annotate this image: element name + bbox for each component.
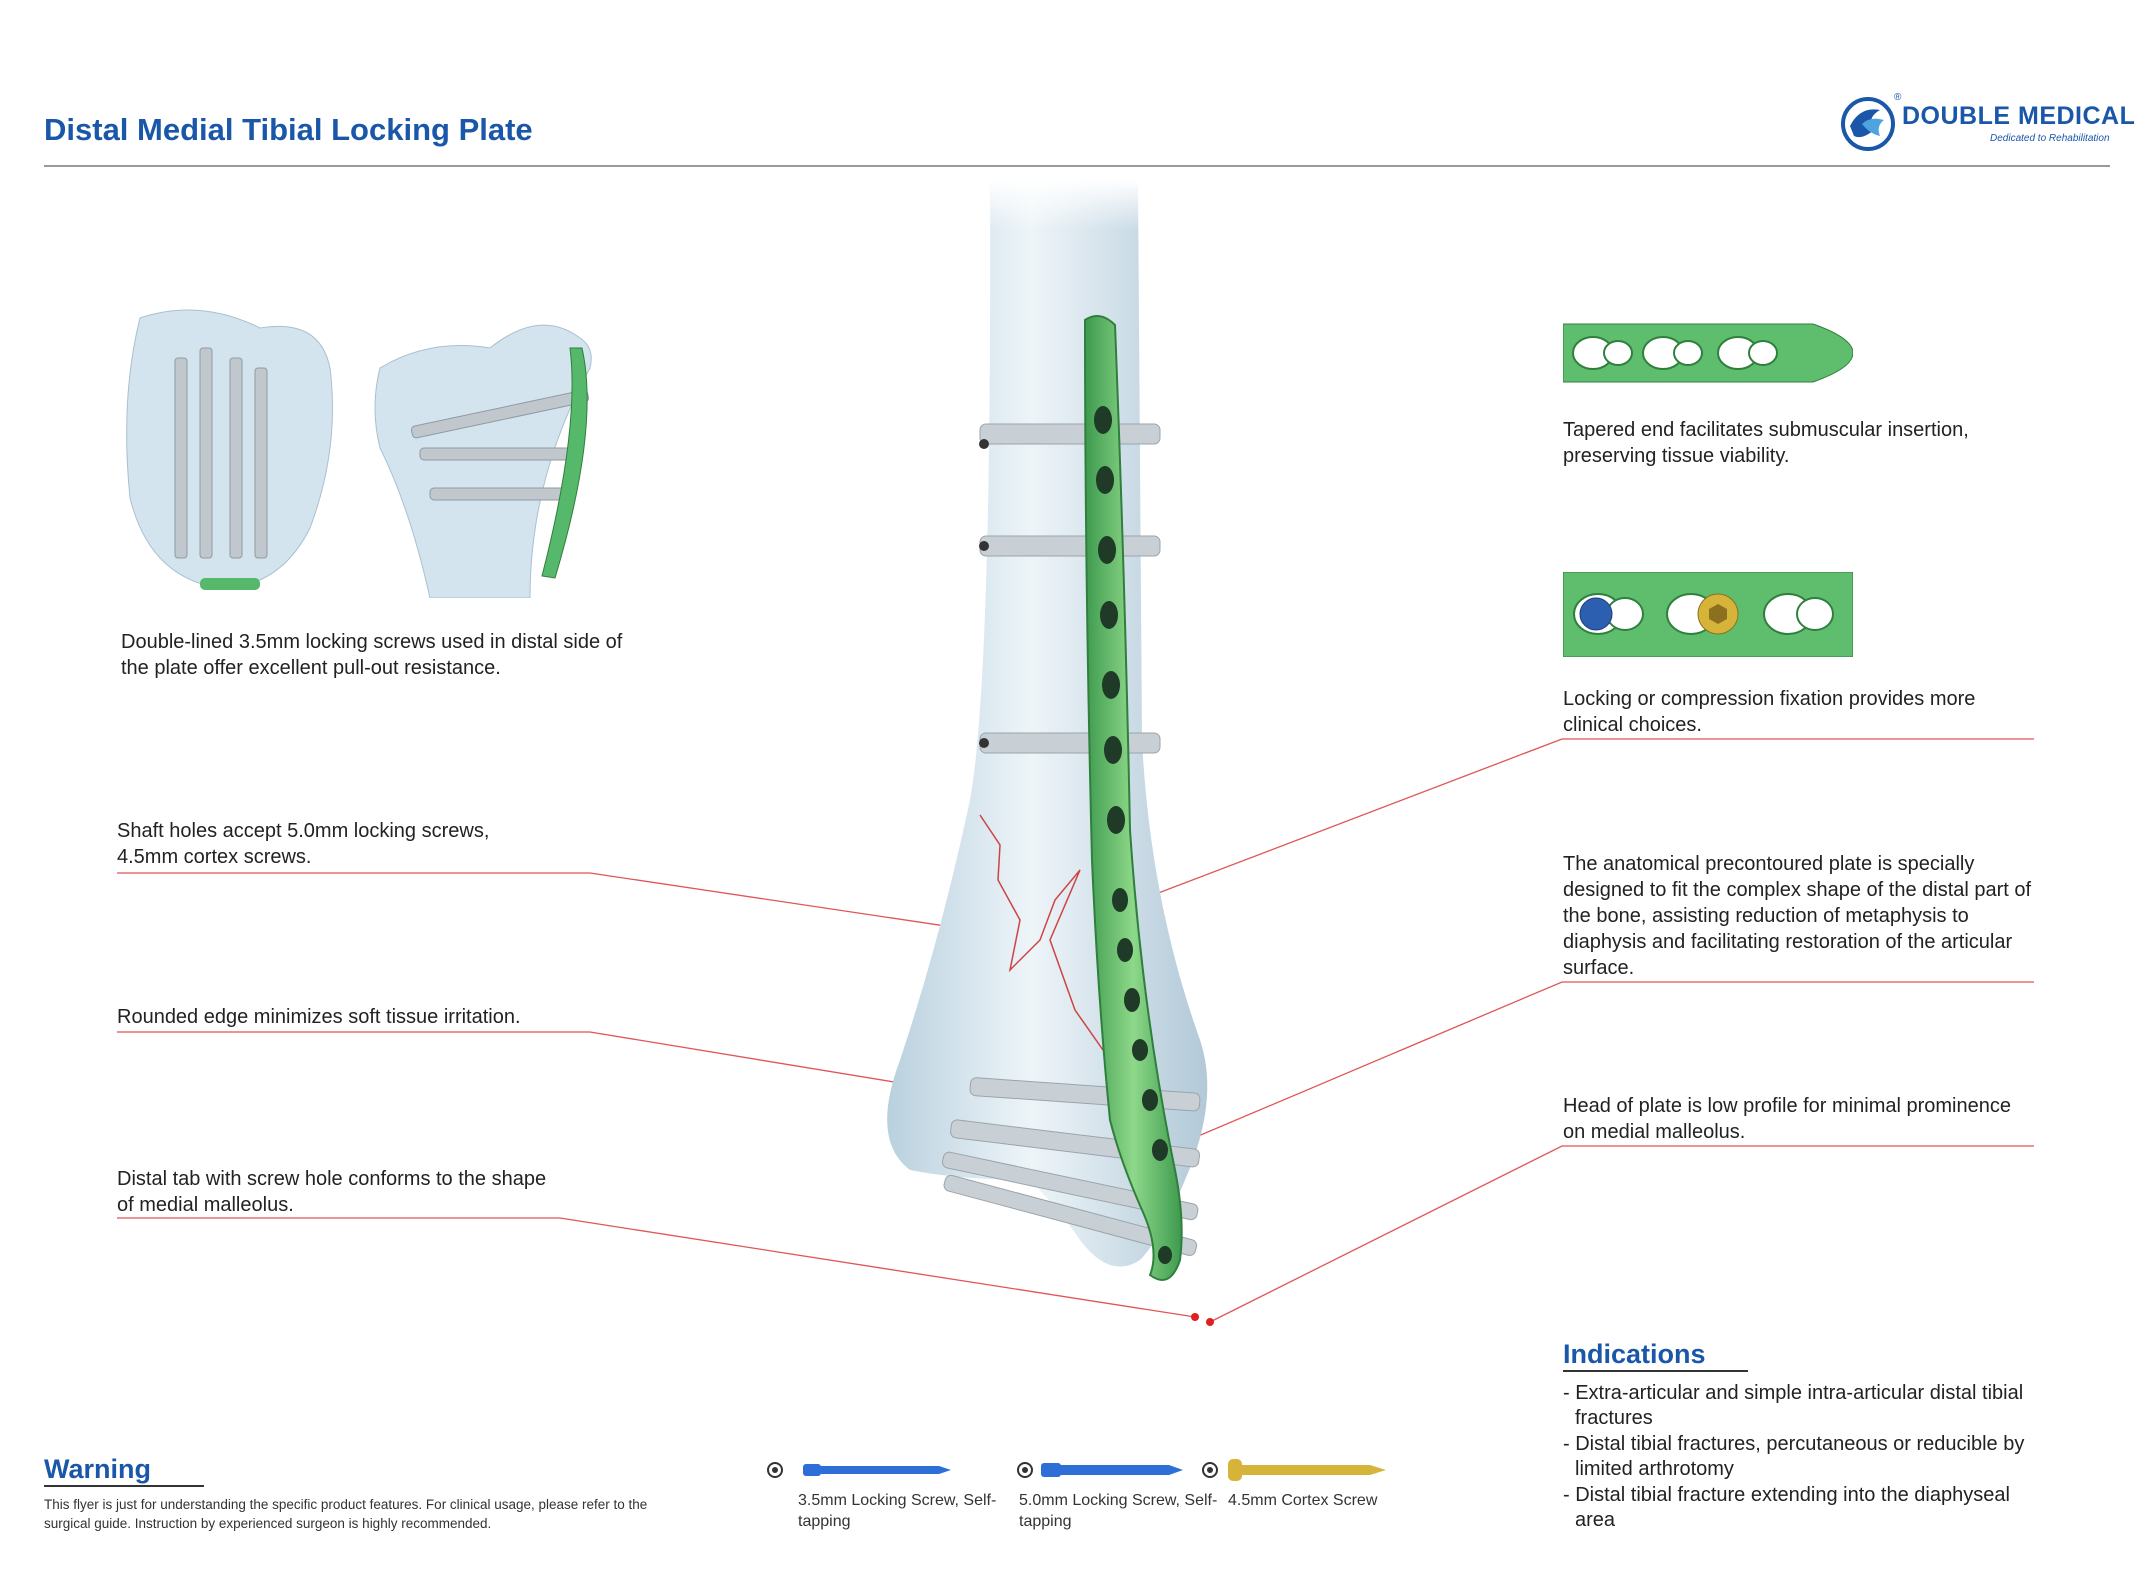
callout-line-locking (1139, 738, 2034, 901)
locking-compression-plate-image (1563, 572, 1853, 657)
screw-legend-item: 5.0mm Locking Screw, Self-tapping (1015, 1455, 1225, 1532)
callout-dot-profile (1206, 1318, 1214, 1326)
screw-legend-item: 4.5mm Cortex Screw (1200, 1455, 1430, 1511)
feature-screws-distal: Double-lined 3.5mm locking screws used i… (121, 631, 623, 679)
indications-underline (1563, 1370, 1748, 1372)
indications-list: - Extra-articular and simple intra-artic… (1563, 1381, 2053, 1534)
logo-brand-name: DOUBLE MEDICAL (1902, 102, 2136, 130)
indication-item: - Extra-articular and simple intra-artic… (1563, 1382, 2024, 1429)
logo-tagline: Dedicated to Rehabilitation (1990, 133, 2110, 144)
distal-tibia-side-view (374, 324, 592, 598)
indications-title: Indications (1563, 1339, 1706, 1369)
screw-legend-item: 3.5mm Locking Screw, Self-tapping (765, 1455, 1015, 1532)
feature-tapered-end: Tapered end facilitates submuscular inse… (1563, 419, 1969, 467)
screw-label: 4.5mm Cortex Screw (1228, 1492, 1378, 1509)
feature-low-profile: Head of plate is low profile for minimal… (1563, 1095, 2011, 1143)
header-divider (44, 165, 2110, 167)
distal-tibia-front-view (126, 309, 333, 590)
feature-locking-compression: Locking or compression fixation provides… (1563, 688, 1976, 736)
feature-distal-tab: Distal tab with screw hole conforms to t… (117, 1168, 547, 1216)
double-medical-logo-icon (1841, 97, 1895, 151)
locking-screw-icon (1017, 1462, 1183, 1478)
cortex-screw-icon (1202, 1459, 1386, 1481)
company-logo: ® DOUBLE MEDICAL Dedicated to Rehabilita… (1840, 88, 2135, 158)
feature-shaft-holes: Shaft holes accept 5.0mm locking screws,… (117, 820, 490, 868)
callout-line-anatomical (1169, 981, 2034, 1149)
indication-item: - Distal tibial fracture extending into … (1563, 1484, 2010, 1531)
callout-line-distal-tab (117, 1217, 1196, 1318)
screw-label: 5.0mm Locking Screw, Self-tapping (1019, 1492, 1218, 1530)
page-title: Distal Medial Tibial Locking Plate (44, 112, 533, 147)
feature-anatomical: The anatomical precontoured plate is spe… (1563, 853, 2032, 979)
tapered-end-plate-image (1563, 323, 1853, 383)
feature-rounded-edge: Rounded edge minimizes soft tissue irrit… (117, 1006, 521, 1028)
indication-item: - Distal tibial fractures, percutaneous … (1563, 1433, 2025, 1480)
locking-screw-icon (767, 1462, 951, 1478)
warning-text: This flyer is just for understanding the… (44, 1497, 648, 1531)
screw-label: 3.5mm Locking Screw, Self-tapping (798, 1492, 997, 1530)
warning-title: Warning (44, 1454, 151, 1484)
callout-dot-tab (1191, 1313, 1199, 1321)
tibia-plate-illustration (887, 180, 1208, 1281)
warning-underline (44, 1485, 204, 1487)
registered-mark: ® (1894, 92, 1902, 103)
callout-line-low-profile (1209, 1145, 2034, 1323)
